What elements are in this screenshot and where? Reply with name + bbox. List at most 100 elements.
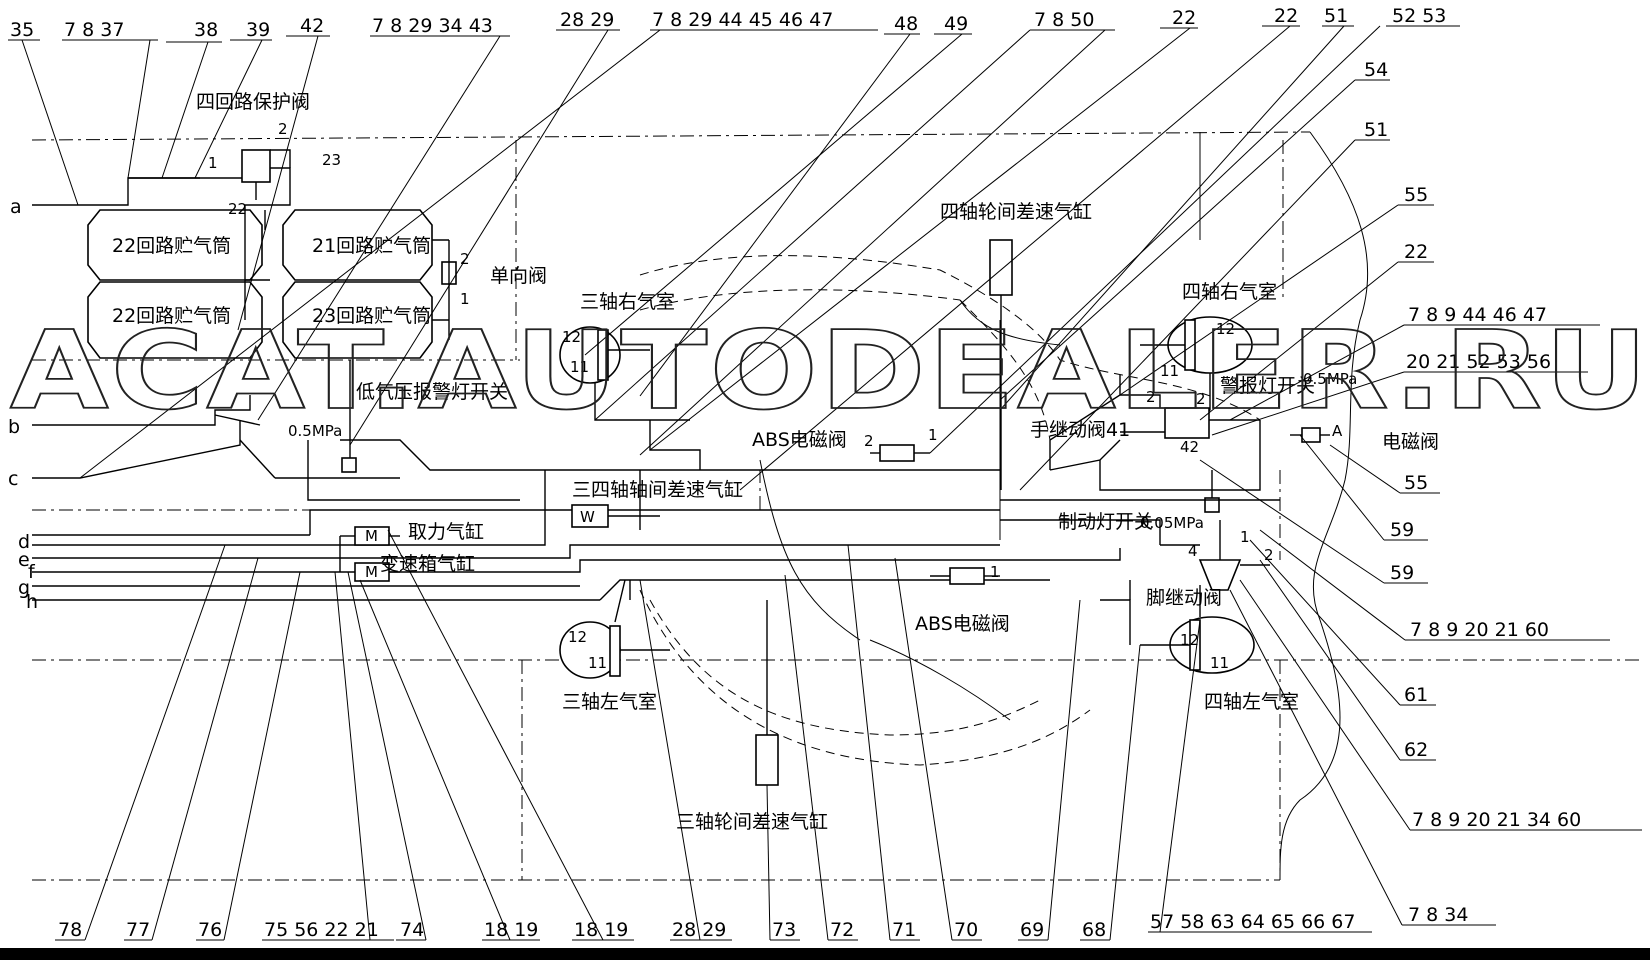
svg-text:2: 2 xyxy=(460,250,470,268)
line-letter-a: a xyxy=(10,196,22,218)
label-check-valve: 单向阀 xyxy=(490,265,547,287)
callout-73: 73 xyxy=(772,919,796,941)
bottom-band xyxy=(0,948,1650,960)
label-axle3-left-chamber: 三轴左气室 xyxy=(562,691,657,713)
callout-7-8-29-34-43: 7 8 29 34 43 xyxy=(372,15,493,37)
svg-text:4: 4 xyxy=(1188,542,1198,560)
callout-62: 62 xyxy=(1404,739,1428,761)
callout-78: 78 xyxy=(58,919,82,941)
svg-text:1: 1 xyxy=(208,154,218,172)
svg-text:11: 11 xyxy=(1160,362,1179,380)
label-tank-22-lower: 22回路贮气筒 xyxy=(112,305,231,327)
line-letters: a b c d e f g h xyxy=(8,196,38,613)
label-brake-light-switch: 制动灯开关 xyxy=(1058,511,1153,533)
callouts-right: 54 51 55 22 7 8 9 44 46 47 20 21 52 53 5… xyxy=(1364,59,1581,926)
tank-22-lower xyxy=(87,281,263,359)
callout-28-29-bottom: 28 29 xyxy=(672,919,726,941)
line-letter-c: c xyxy=(8,468,18,490)
label-low-pressure-switch: 低气压报警灯开关 xyxy=(356,381,508,403)
label-pressure-3: 0.05MPa xyxy=(1140,514,1204,532)
air-tanks xyxy=(87,209,433,359)
axle3-diff-cylinder xyxy=(755,734,779,786)
svg-text:2: 2 xyxy=(1146,388,1156,406)
callout-18-19-b: 18 19 xyxy=(574,919,628,941)
callout-54: 54 xyxy=(1364,59,1388,81)
callout-35: 35 xyxy=(10,19,34,41)
svg-text:2: 2 xyxy=(1196,390,1206,408)
callout-22-right: 22 xyxy=(1404,241,1428,263)
label-axle3-right-chamber: 三轴右气室 xyxy=(580,291,675,313)
svg-text:M: M xyxy=(365,527,378,545)
callout-7-8-34: 7 8 34 xyxy=(1408,904,1468,926)
callout-7-8-9-20-21-60: 7 8 9 20 21 60 xyxy=(1410,619,1549,641)
label-gearbox-cylinder: 变速箱气缸 xyxy=(380,553,475,575)
label-foot-relay-valve: 脚继动阀 xyxy=(1146,587,1222,609)
svg-text:W: W xyxy=(580,508,595,526)
callout-22-a: 22 xyxy=(1172,7,1196,29)
foot-relay-valve xyxy=(1198,559,1242,591)
callout-7-8-29-44-45-46-47: 7 8 29 44 45 46 47 xyxy=(652,9,833,31)
abs-valve-lower xyxy=(949,567,985,585)
callout-22-b: 22 xyxy=(1274,5,1298,27)
line-letter-f: f xyxy=(28,561,36,583)
svg-text:1: 1 xyxy=(1240,528,1250,546)
label-tank-22-upper: 22回路贮气筒 xyxy=(112,235,231,257)
callout-18-19-a: 18 19 xyxy=(484,919,538,941)
callout-38: 38 xyxy=(194,19,218,41)
callout-51-top: 51 xyxy=(1324,5,1348,27)
label-tank-21: 21回路贮气筒 xyxy=(312,235,431,257)
label-solenoid-valve: 电磁阀 xyxy=(1382,431,1439,453)
callout-77: 77 xyxy=(126,919,150,941)
label-pressure-1: 0.5MPa xyxy=(288,422,342,440)
axle4-diff-cylinder xyxy=(989,239,1013,296)
svg-text:1: 1 xyxy=(460,290,470,308)
svg-text:12: 12 xyxy=(1216,320,1235,338)
label-tank-23: 23回路贮气筒 xyxy=(312,305,431,327)
pipes: M M W xyxy=(32,149,1330,786)
svg-text:12: 12 xyxy=(1180,631,1199,649)
callouts-top: 35 7 8 37 38 39 42 7 8 29 34 43 28 29 7 … xyxy=(10,5,1446,41)
callout-55-a: 55 xyxy=(1404,184,1428,206)
svg-text:11: 11 xyxy=(588,654,607,672)
label-axle4-diff-cylinder: 四轴轮间差速气缸 xyxy=(940,201,1092,223)
svg-text:1: 1 xyxy=(928,426,938,444)
callout-20-21-52-53-56: 20 21 52 53 56 xyxy=(1406,351,1551,373)
label-axle4-left-chamber: 四轴左气室 xyxy=(1204,691,1299,713)
callout-55-b: 55 xyxy=(1404,472,1428,494)
label-pto-cylinder: 取力气缸 xyxy=(408,521,484,543)
label-abs-valve-lower: ABS电磁阀 xyxy=(915,613,1010,635)
label-axle4-right-chamber: 四轴右气室 xyxy=(1182,281,1277,303)
callout-74: 74 xyxy=(400,919,424,941)
label-warning-switch: 警报灯开关 xyxy=(1220,375,1315,397)
callout-70: 70 xyxy=(954,919,978,941)
callout-7-8-50: 7 8 50 xyxy=(1034,9,1094,31)
tank-21 xyxy=(282,209,433,281)
svg-text:23: 23 xyxy=(322,151,341,169)
svg-text:A: A xyxy=(1332,422,1343,440)
svg-text:11: 11 xyxy=(1210,654,1229,672)
callout-49: 49 xyxy=(944,13,968,35)
port-numbers: 1 2 21 22 23 2 1 12 11 12 11 12 11 12 11… xyxy=(208,120,1343,672)
line-letter-g: g xyxy=(18,577,30,599)
line-letter-d: d xyxy=(18,531,30,553)
line-letter-e: e xyxy=(18,549,30,571)
svg-text:2: 2 xyxy=(1264,546,1274,564)
watermark: ACAT.AUTODEALER.RU xyxy=(10,309,1650,434)
svg-text:2: 2 xyxy=(278,120,288,138)
callout-52-53: 52 53 xyxy=(1392,5,1446,27)
callouts-bottom: 78 77 76 75 56 22 21 74 18 19 18 19 28 2… xyxy=(58,911,1355,941)
callout-75-56-22-21: 75 56 22 21 xyxy=(264,919,379,941)
callout-7-8-37: 7 8 37 xyxy=(64,19,124,41)
abs-valve-upper xyxy=(879,444,915,462)
callout-69: 69 xyxy=(1020,919,1044,941)
callout-76: 76 xyxy=(198,919,222,941)
svg-text:42: 42 xyxy=(1180,438,1199,456)
svg-text:2: 2 xyxy=(864,432,874,450)
line-letter-b: b xyxy=(8,416,20,438)
component-labels: 四回路保护阀 22回路贮气筒 22回路贮气筒 21回路贮气筒 23回路贮气筒 单… xyxy=(112,91,1439,833)
svg-text:M: M xyxy=(365,563,378,581)
callout-57-58-63-64-65-66-67: 57 58 63 64 65 66 67 xyxy=(1150,911,1355,933)
label-four-circuit-valve: 四回路保护阀 xyxy=(196,91,310,113)
hand-relay-valve xyxy=(1164,407,1210,439)
